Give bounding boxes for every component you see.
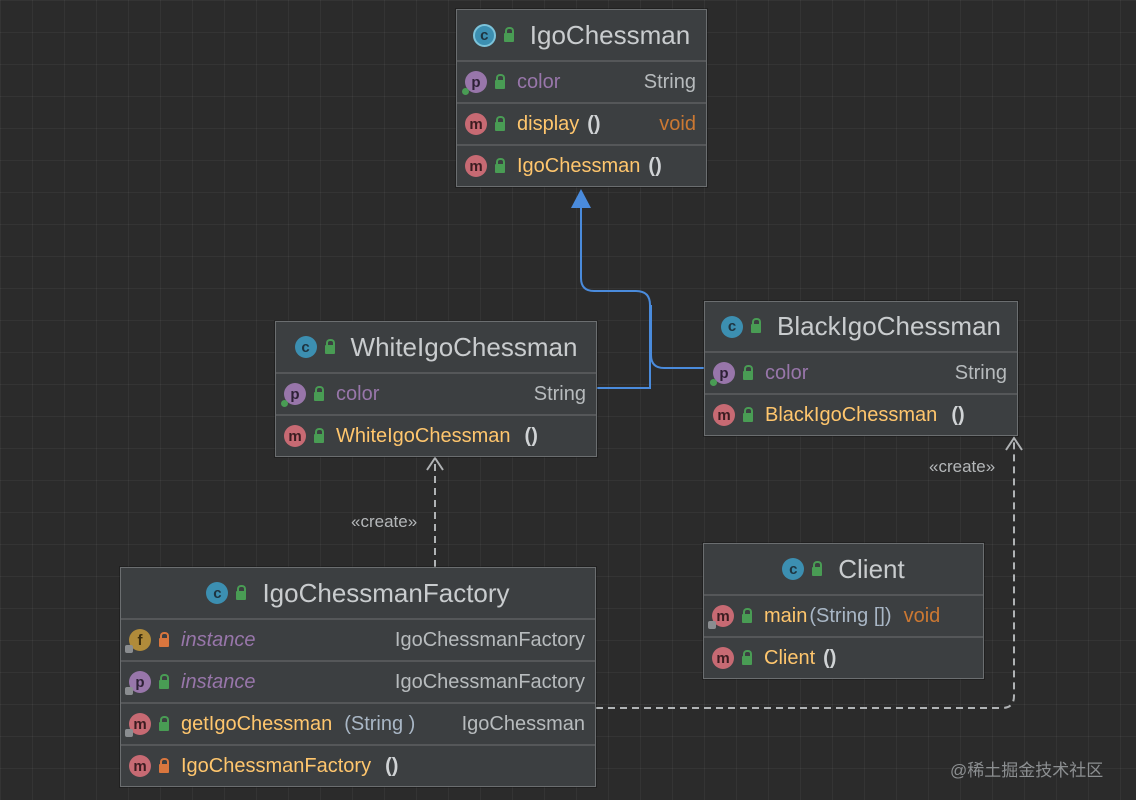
public-lock-icon <box>751 318 761 333</box>
constructor-row[interactable]: m IgoChessman () <box>457 146 706 186</box>
public-lock-icon <box>314 385 324 401</box>
method-args: (String ) <box>344 712 416 735</box>
create-label-black: «create» <box>929 457 996 476</box>
static-field-icon: f <box>125 629 151 653</box>
field-name: instance <box>181 628 256 651</box>
create-label-white: «create» <box>351 512 418 531</box>
property-icon: p <box>710 362 735 386</box>
method-row[interactable]: m display () void <box>457 104 706 146</box>
public-lock-icon <box>236 584 247 600</box>
field-row[interactable]: p color String <box>705 353 1017 395</box>
public-lock-icon <box>495 73 505 89</box>
field-row[interactable]: f instance IgoChessmanFactory <box>121 620 595 662</box>
constructor-row[interactable]: m IgoChessmanFactory () <box>121 746 595 786</box>
constructor-name: Client <box>764 646 816 669</box>
property-name: instance <box>181 670 256 693</box>
runnable-class-icon: c <box>782 558 805 580</box>
method-args: (String []) <box>809 604 892 627</box>
method-icon: m <box>465 155 487 177</box>
field-type: String <box>643 70 696 93</box>
class-white-igo-chessman[interactable]: c WhiteIgoChessman p color String m Whit… <box>275 321 597 457</box>
public-lock-icon <box>812 560 823 576</box>
field-type: String <box>533 382 586 405</box>
class-header: c WhiteIgoChessman <box>276 322 596 374</box>
return-type: void <box>659 112 696 135</box>
class-name: IgoChessmanFactory <box>262 577 510 608</box>
class-icon: c <box>206 582 229 604</box>
public-lock-icon <box>495 115 505 131</box>
public-lock-icon <box>159 715 169 731</box>
method-icon: m <box>129 755 151 777</box>
return-type: void <box>903 604 941 627</box>
field-type: IgoChessmanFactory <box>394 628 585 651</box>
field-name: color <box>336 382 380 405</box>
static-method-icon: m <box>125 713 151 737</box>
class-name: BlackIgoChessman <box>777 311 1001 341</box>
public-lock-icon <box>324 338 335 354</box>
class-header: c Client <box>704 544 983 596</box>
method-name: display <box>517 112 580 135</box>
field-name: color <box>765 361 809 384</box>
field-name: color <box>517 70 561 93</box>
property-type: IgoChessmanFactory <box>394 670 585 693</box>
property-row[interactable]: p instance IgoChessmanFactory <box>121 662 595 704</box>
method-icon: m <box>713 404 735 426</box>
method-row[interactable]: m main (String []) void <box>704 596 983 638</box>
constructor-row[interactable]: m WhiteIgoChessman () <box>276 416 596 456</box>
public-lock-icon <box>314 427 324 443</box>
private-lock-icon <box>159 631 169 647</box>
inheritance-edge-white <box>580 207 651 389</box>
public-lock-icon <box>159 673 169 689</box>
private-lock-icon <box>159 757 169 773</box>
static-method-icon: m <box>708 605 734 629</box>
class-header: c IgoChessman <box>457 10 706 62</box>
class-header: c BlackIgoChessman <box>705 302 1017 353</box>
field-type: String <box>954 361 1007 384</box>
class-client[interactable]: c Client m main (String []) void m Clien… <box>703 543 984 679</box>
class-header: c IgoChessmanFactory <box>121 568 595 620</box>
method-name: getIgoChessman <box>181 712 333 735</box>
inheritance-edge-black <box>650 305 704 369</box>
method-row[interactable]: m getIgoChessman (String ) IgoChessman <box>121 704 595 746</box>
method-icon: m <box>284 425 306 447</box>
method-name: main <box>764 604 808 627</box>
public-lock-icon <box>742 649 752 665</box>
public-lock-icon <box>503 26 514 42</box>
constructor-name: IgoChessman <box>517 154 641 177</box>
inheritance-arrowhead <box>571 189 591 208</box>
watermark: @稀土掘金技术社区 <box>950 761 1104 780</box>
constructor-name: BlackIgoChessman <box>765 403 938 426</box>
constructor-name: WhiteIgoChessman <box>336 424 511 447</box>
property-icon: p <box>462 71 487 95</box>
create-arrow-white <box>426 456 444 471</box>
method-icon: m <box>465 113 487 135</box>
class-igo-chessman-factory[interactable]: c IgoChessmanFactory f instance IgoChess… <box>120 567 596 787</box>
abstract-class-icon: c <box>472 23 496 47</box>
class-name: Client <box>838 553 905 584</box>
constructor-name: IgoChessmanFactory <box>181 754 372 777</box>
property-icon: p <box>281 383 306 407</box>
constructor-row[interactable]: m Client () <box>704 638 983 678</box>
static-property-icon: p <box>125 671 151 695</box>
field-row[interactable]: p color String <box>276 374 596 416</box>
constructor-row[interactable]: m BlackIgoChessman () <box>705 395 1017 435</box>
create-arrow-black <box>1005 436 1023 451</box>
public-lock-icon <box>743 406 753 422</box>
method-icon: m <box>712 647 734 669</box>
class-icon: c <box>294 336 317 358</box>
class-icon: c <box>721 315 743 338</box>
class-name: WhiteIgoChessman <box>350 331 578 362</box>
public-lock-icon <box>743 364 753 380</box>
return-type: IgoChessman <box>461 712 585 735</box>
class-black-igo-chessman[interactable]: c BlackIgoChessman p color String m Blac… <box>704 301 1018 436</box>
class-name: IgoChessman <box>529 19 691 50</box>
create-edge-black <box>596 440 1015 709</box>
public-lock-icon <box>495 157 505 173</box>
class-igo-chessman[interactable]: c IgoChessman p color String m display (… <box>456 9 707 187</box>
field-row[interactable]: p color String <box>457 62 706 104</box>
public-lock-icon <box>742 607 752 623</box>
